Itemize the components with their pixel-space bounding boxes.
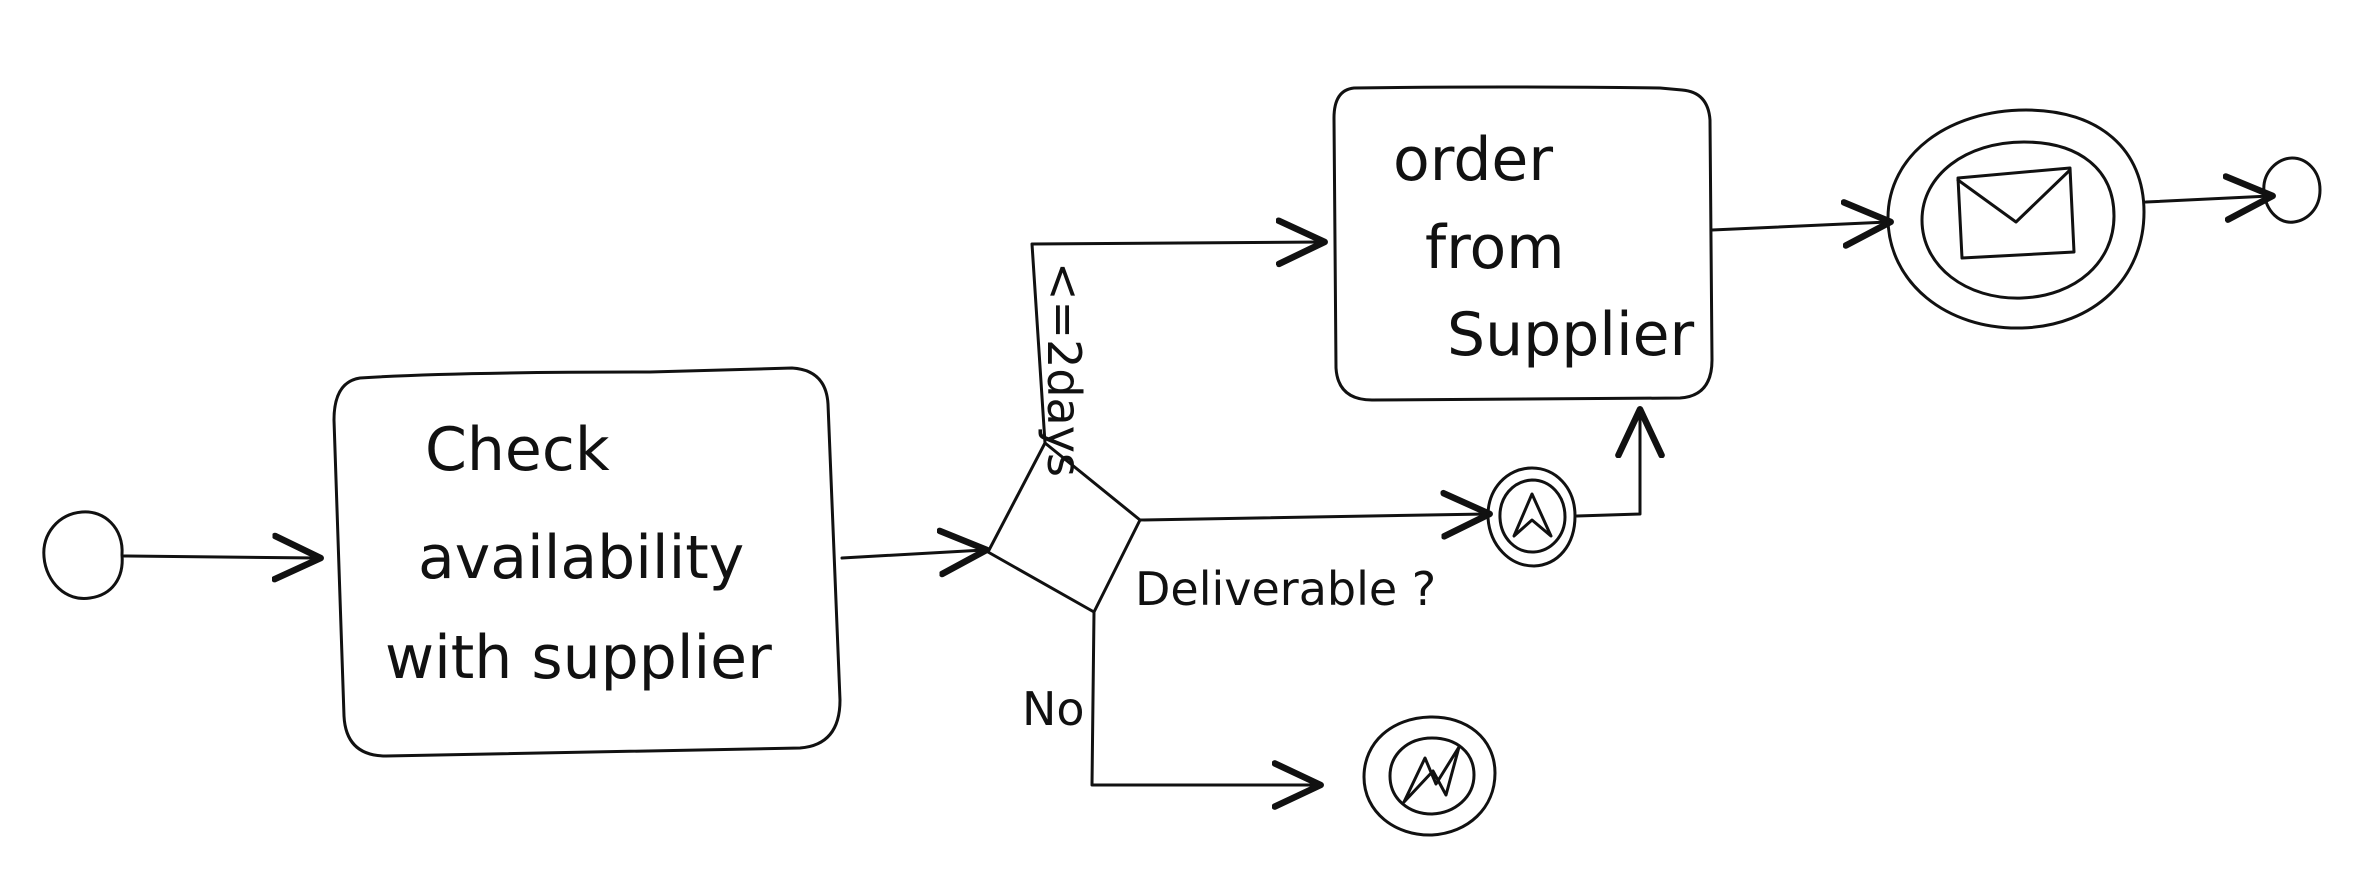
- exclusive-gateway[interactable]: Deliverable ?: [986, 441, 1436, 616]
- error-event-outer-circle: [1362, 715, 1497, 837]
- task-order-box: [1332, 85, 1714, 402]
- error-end-event[interactable]: [1362, 715, 1497, 837]
- task-order-from-supplier[interactable]: order from Supplier: [1332, 85, 1714, 402]
- task-order-line-3: Supplier: [1447, 300, 1695, 370]
- task-check-availability[interactable]: Check availability with supplier: [332, 366, 842, 758]
- sequence-flow-message-to-end[interactable]: [2144, 196, 2270, 202]
- intermediate-escalation-event[interactable]: [1486, 466, 1577, 568]
- escalation-event-inner-circle: [1498, 478, 1567, 554]
- message-event-outer-circle: [1886, 108, 2146, 330]
- task-order-line-1: order: [1393, 125, 1553, 195]
- sequence-flow-deliverable[interactable]: [1138, 514, 1487, 520]
- error-event-inner-circle: [1388, 736, 1476, 816]
- start-event[interactable]: [42, 510, 124, 600]
- end-event-circle: [2262, 156, 2322, 224]
- task-check-line-2: availability: [418, 523, 744, 593]
- sequence-flow-check-to-gateway[interactable]: [840, 550, 984, 558]
- gateway-label: Deliverable ?: [1135, 562, 1436, 616]
- end-event[interactable]: [2262, 156, 2322, 224]
- task-check-availability-box: [332, 366, 842, 758]
- intermediate-message-event[interactable]: [1886, 108, 2146, 330]
- sequence-flow-start-to-check[interactable]: [122, 556, 318, 558]
- escalation-icon: [1512, 492, 1553, 538]
- sequence-flow-escalation-to-order[interactable]: [1575, 412, 1640, 518]
- sequence-flow-upper[interactable]: [1030, 242, 1322, 445]
- sequence-flow-no[interactable]: [1090, 610, 1318, 785]
- start-event-circle: [42, 510, 124, 600]
- sequence-flow-order-to-message[interactable]: [1710, 222, 1888, 230]
- no-flow-label: No: [1022, 682, 1085, 736]
- envelope-icon: [1956, 166, 2076, 260]
- upper-flow-condition: <=2days: [1037, 262, 1091, 477]
- message-event-inner-circle: [1920, 140, 2116, 300]
- escalation-event-outer-circle: [1486, 466, 1577, 568]
- error-icon: [1402, 745, 1461, 804]
- task-order-line-2: from: [1425, 213, 1565, 283]
- task-check-line-1: Check: [425, 415, 610, 485]
- task-check-line-3: with supplier: [385, 623, 772, 693]
